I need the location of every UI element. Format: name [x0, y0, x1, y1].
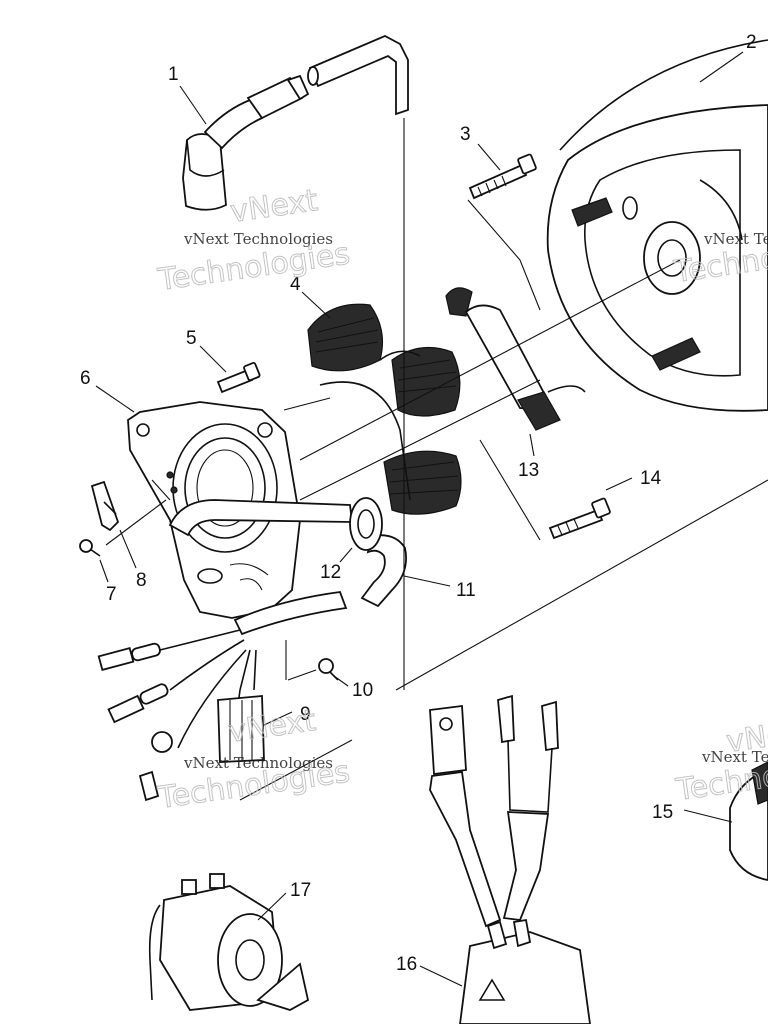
part-label-2: 2: [746, 32, 757, 53]
component-part-15: [729, 761, 768, 881]
bolt-part-14: [548, 497, 611, 540]
pulser-coil-part: [445, 287, 586, 431]
part-labels: 1 2 3 4 5 6 7 8 9 10 11 12 13 14 15 16 1…: [80, 32, 757, 975]
part-label-10: 10: [352, 680, 373, 701]
watermark-top-line2: vNext Technologies: [183, 230, 333, 248]
part-label-3: 3: [460, 124, 471, 145]
watermark-bottom-right: vNext vNext Technologies Technologies: [673, 713, 768, 809]
part-label-4: 4: [290, 274, 301, 295]
part-label-5: 5: [186, 328, 197, 349]
part-label-12: 12: [320, 562, 341, 583]
stator-coil-assembly-part: [307, 303, 462, 515]
screw-part-5: [216, 362, 261, 394]
watermark-top-right-line2: vNext Technologies: [703, 230, 768, 248]
wire-loom-part-11: [168, 499, 407, 636]
part-label-14: 14: [640, 468, 662, 489]
leader-lines: [95, 51, 744, 987]
part-label-9: 9: [300, 704, 311, 725]
watermark-bottom: vNext vNext Technologies Technologies: [155, 703, 353, 817]
watermark-top-line1: vNext: [228, 183, 320, 230]
watermark-bottom-line2: vNext Technologies: [183, 754, 333, 772]
alignment-lines: [105, 118, 768, 801]
flywheel-part: [546, 39, 768, 412]
part-label-1: 1: [168, 64, 179, 85]
part-label-7: 7: [106, 584, 117, 605]
screw-part-7: [79, 539, 101, 557]
part-label-13: 13: [518, 460, 539, 481]
starter-solenoid-part-17: [148, 873, 310, 1011]
spark-plug-cap-part: [182, 35, 409, 211]
wiring-harness-terminals: [97, 629, 265, 802]
part-label-15: 15: [652, 802, 673, 823]
watermark-bottom-right-line2: vNext Technologies: [701, 748, 768, 766]
stator-bolt-part: [468, 153, 537, 200]
grommet-part-12: [349, 497, 383, 551]
screw-part-10: [318, 658, 339, 681]
part-label-11: 11: [456, 580, 476, 601]
watermark-top-right: vNext Technologies Technologies: [671, 228, 768, 291]
regulator-part-16: [429, 694, 591, 1024]
clip-part-8: [90, 480, 120, 532]
part-label-8: 8: [136, 570, 147, 591]
part-label-17: 17: [290, 880, 311, 901]
part-label-6: 6: [80, 368, 91, 389]
part-label-16: 16: [396, 954, 417, 975]
